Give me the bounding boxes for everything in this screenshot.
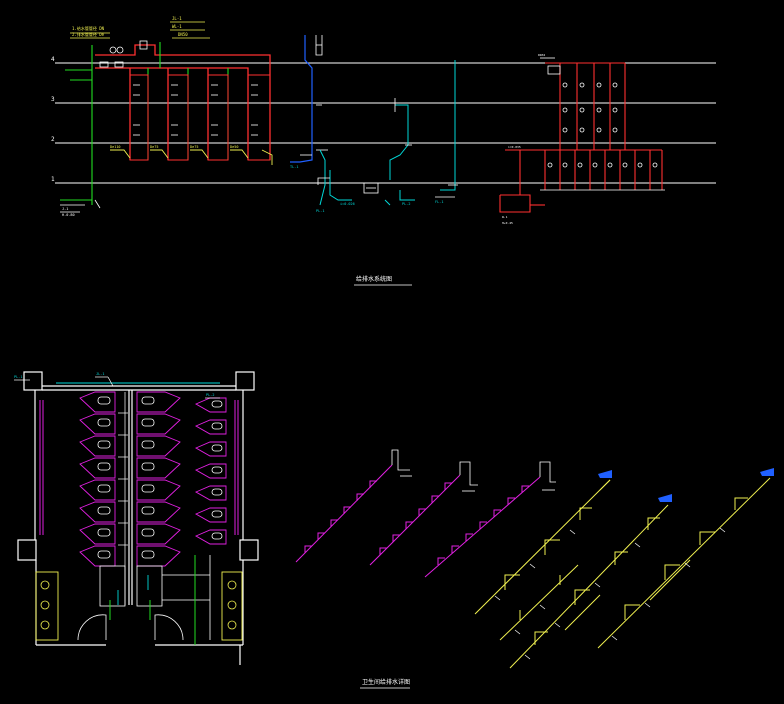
- iso-yellow-3: [597, 477, 771, 649]
- note-drain-size: 2.排水管管径 De: [72, 31, 105, 37]
- right-drain-riser: [440, 60, 456, 191]
- left-riser-labels: J-1 H-0.80: [62, 207, 75, 217]
- stalls-right-pans: [211, 400, 223, 540]
- right-wall-pipe: [234, 400, 239, 535]
- label-fl1: FL-1: [435, 200, 443, 204]
- iso-blue-cap-1: [598, 470, 612, 478]
- floor-label-1: 1: [51, 176, 55, 183]
- right-supply-labels: DN32 W-1 H+0.45 i=0.035: [502, 53, 545, 225]
- isometric-diagrams: 卫生间给排水详图: [295, 449, 774, 689]
- middle-drain-labels: PL-1 PL-2 FL-1 i=0.026: [316, 200, 443, 213]
- iso-white-3: [539, 461, 556, 491]
- label-i2: i=0.035: [508, 145, 521, 149]
- stalls-center-column: [136, 391, 181, 567]
- iso-magenta-2: [369, 474, 461, 566]
- toilet-plan: JL-1 PL-1 PL-2: [14, 371, 259, 665]
- plan-green-drain: [109, 555, 196, 645]
- plan-lower-area: [77, 555, 211, 641]
- label-j1: J-1: [62, 207, 68, 211]
- iso-magenta-3: [424, 476, 541, 578]
- stalls-left-pans: [97, 396, 111, 559]
- vent-cap: [315, 35, 323, 56]
- left-riser-detail: [60, 69, 93, 205]
- riser-diagram-title: 给排水系统图: [356, 275, 392, 283]
- plan-pipe-tags: [14, 376, 220, 399]
- label-pl1: PL-1: [316, 209, 324, 213]
- iso-blue-cap-3: [760, 468, 774, 476]
- iso-yellow-2-ticks: [524, 542, 641, 660]
- right-drain-marks: [435, 184, 458, 198]
- iso-white-2: [459, 461, 478, 492]
- bay-bottom-marks: [110, 149, 273, 165]
- plan-tag-jl1: JL-1: [96, 372, 104, 376]
- tag-jl1: JL-1: [172, 16, 182, 21]
- riser-diagram: 4 3 2 1 1.给水管管径 DN 2.排水管管径 De JL-1 WL-1 …: [51, 16, 716, 286]
- urinal-fixtures: [40, 580, 237, 630]
- note-supply-size: 1.给水管管径 DN: [72, 25, 105, 31]
- label-h1: H+0.45: [502, 221, 513, 225]
- label-de75-a: De75: [150, 145, 158, 149]
- label-dn32: DN32: [538, 53, 545, 57]
- riser-notes: 1.给水管管径 DN 2.排水管管径 De JL-1 WL-1 DN50: [72, 16, 188, 37]
- plan-tag-pl2: PL-2: [206, 393, 214, 397]
- bay-bottom-labels: De110 De75 De75 De50: [110, 145, 238, 149]
- middle-drain-lines: [319, 104, 415, 206]
- label-de50-a: De50: [230, 145, 238, 149]
- tag-dn50: DN50: [178, 32, 188, 37]
- label-w1: W-1: [502, 215, 508, 219]
- vent-riser: [290, 35, 313, 163]
- floor-label-4: 4: [51, 56, 55, 63]
- stall-partitions-left: [118, 392, 128, 605]
- left-wall-pipe: [39, 400, 44, 535]
- iso-magenta-1: [295, 464, 393, 563]
- label-de75-b: De75: [190, 145, 198, 149]
- stalls-center-pans: [141, 396, 155, 559]
- plan-tag-labels: JL-1 PL-1 PL-2: [14, 372, 214, 397]
- floor-lines: [55, 62, 716, 184]
- header-valves: [99, 40, 148, 68]
- iso-blue-cap-2: [658, 494, 672, 502]
- left-riser-leaders: [60, 199, 101, 213]
- label-i1: i=0.026: [340, 202, 355, 206]
- floor-label-2: 2: [51, 136, 55, 143]
- label-de110-a: De110: [110, 145, 121, 149]
- floor-label-3: 3: [51, 96, 55, 103]
- iso-yellow-3-ticks: [611, 527, 726, 641]
- vent-marks: [300, 104, 328, 156]
- right-supply-fixtures: [540, 57, 665, 191]
- iso-white-1: [391, 449, 412, 477]
- label-h2: H-0.80: [62, 213, 75, 217]
- plan-tag-pl1: PL-1: [14, 375, 22, 379]
- urinal-blocks: [35, 571, 243, 641]
- stalls-right-column: [194, 397, 227, 545]
- floor-labels: 4 3 2 1: [51, 56, 55, 183]
- note-leaders: [70, 21, 210, 39]
- iso-yellow-2: [509, 504, 669, 669]
- right-supply-system: [499, 62, 663, 213]
- riser-bays: [129, 74, 271, 161]
- plan-title: 卫生间给排水详图: [362, 678, 410, 686]
- iso-yellow-1: [474, 479, 611, 641]
- bay-fixture-marks: [133, 84, 258, 136]
- plan-cyan-drain: [117, 575, 149, 605]
- label-tl1: TL-1: [290, 165, 298, 169]
- middle-drain-fittings: [317, 98, 412, 194]
- iso-yellow-1-ticks: [494, 529, 576, 635]
- vent-labels: TL-1: [290, 165, 298, 169]
- stalls-left-column: [79, 391, 116, 567]
- tag-wl1: WL-1: [172, 24, 182, 29]
- label-pl2: PL-2: [402, 202, 410, 206]
